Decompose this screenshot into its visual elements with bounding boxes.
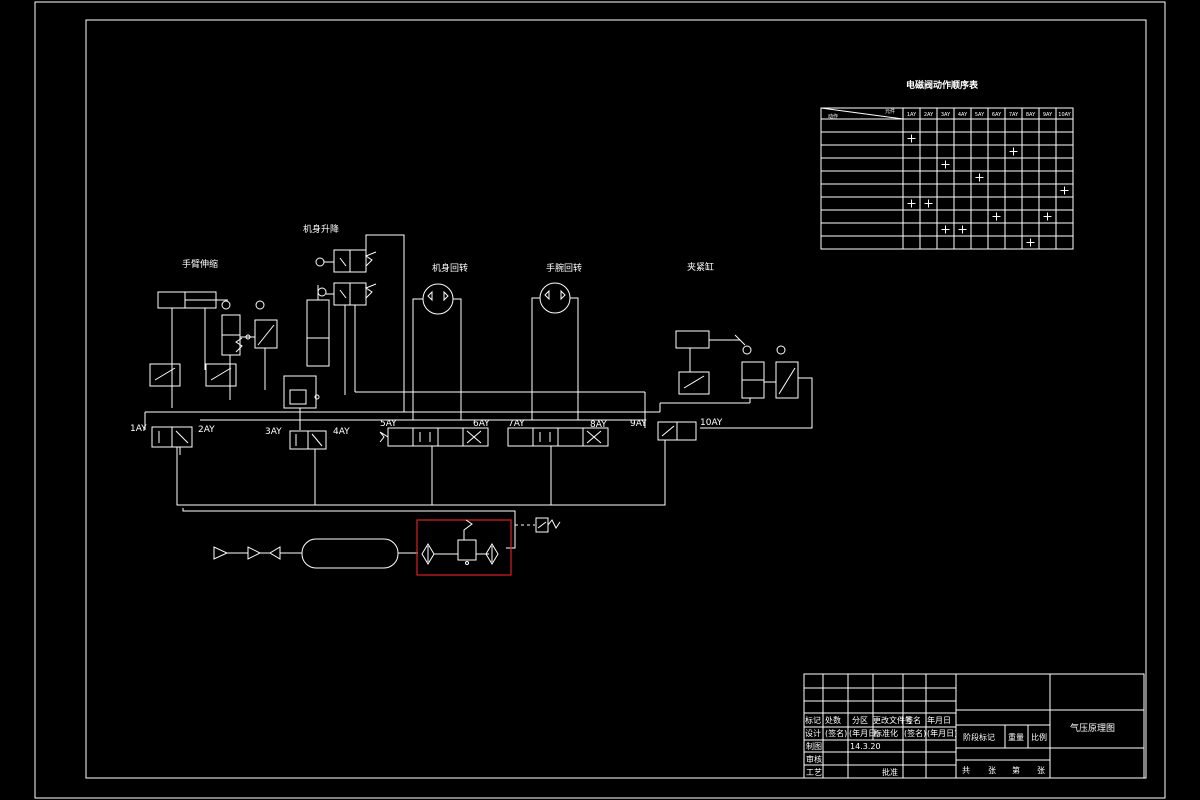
sequence-table-grid [820,107,1074,250]
compressor-symbol [213,546,229,560]
title-block [803,673,1145,779]
tb-weight: 重量 [1008,732,1024,742]
table-col-header: 6AY [992,112,1002,118]
tb-sheets: 张 [988,766,996,775]
tb-total: 共 [962,766,970,775]
air-tank [301,538,399,569]
label-arm-extend: 手臂伸缩 [182,258,218,270]
table-mark [975,173,984,182]
tb-drawing: 制图 [806,741,822,751]
table-mark [992,212,1001,221]
solenoid-sequence-table: 电磁阀动作顺序表 元件 动作 1AY 2AY 3AY 4AY 5AY 6AY 7AY 8AY 9… [820,79,1074,250]
table-corner-action: 动作 [828,113,838,120]
label-5ay: 5AY [380,419,397,429]
table-mark [907,134,916,143]
outer-frame [34,1,1166,799]
sequence-table-header: 元件 动作 1AY 2AY 3AY 4AY 5AY 6AY 7AY 8AY 9AY 10AY [828,108,1072,120]
tb-process: 工艺 [806,768,822,777]
body-rotate-motor [422,283,454,315]
label-wrist-rotate: 手腕回转 [546,262,582,274]
table-mark [1043,212,1052,221]
lubricator-symbol [485,543,499,565]
tb-docno: 更改文件号 [873,715,913,725]
tb-date3: (年月日) [927,728,957,738]
table-col-header: 2AY [924,112,934,118]
label-2ay: 2AY [198,425,215,435]
table-mark [941,225,950,234]
table-border [820,107,1074,250]
arm-flow-valve-left [149,363,181,387]
label-9ay: 9AY [630,419,647,429]
tb-draw-date: 14.3.20 [850,742,881,751]
tb-sheet-no: 第 [1012,765,1020,775]
table-mark [924,199,933,208]
table-col-header: 10AY [1058,112,1071,118]
label-7ay: 7AY [508,419,525,429]
tb-count: 处数 [825,715,841,725]
lift-cylinder [306,299,330,367]
sequence-table-title: 电磁阀动作顺序表 [906,79,979,91]
lift-check-valve [283,375,317,409]
table-mark [1060,186,1069,195]
table-mark [1026,238,1035,247]
tb-sign3: (签名) [904,728,926,738]
tb-approve: 批准 [882,767,898,777]
label-10ay: 10AY [700,418,723,428]
table-col-header: 7AY [1009,112,1019,118]
clamp-stop-valve-2 [775,361,799,399]
tb-mark: 标记 [805,715,821,725]
tb-design: 设计 [805,728,821,738]
table-corner-diagonal [820,107,904,120]
label-4ay: 4AY [333,427,350,437]
label-6ay: 6AY [473,419,490,429]
arm-flow-valve-right [205,363,237,387]
label-1ay: 1AY [130,424,147,434]
check-valve-1 [247,546,262,560]
regulator-symbol [457,539,477,561]
frl-unit [421,519,499,565]
label-clamp-cylinder: 夹紧缸 [687,261,714,273]
table-mark [907,199,916,208]
tb-drawing-title: 气压原理图 [1070,722,1115,734]
clamp-flow-valve [678,371,710,395]
frl-unit-highlight [416,519,512,576]
sequence-table-marks [907,134,1069,247]
label-body-lift: 机身升降 [303,223,339,235]
tb-scale: 比例 [1031,732,1047,742]
wrist-rotate-motor [539,282,571,314]
tb-stage-mark: 阶段标记 [963,732,995,742]
table-col-header: 5AY [975,112,985,118]
arm-stop-valve-2 [254,319,278,349]
tb-standardize: 标准化 [874,728,898,738]
table-col-header: 9AY [1043,112,1053,118]
pressure-switch [515,517,561,533]
table-mark [958,225,967,234]
table-mark [1009,147,1018,156]
inner-frame [85,19,1147,779]
filter-symbol [421,543,435,565]
clamp-cylinder [675,330,710,349]
tb-date: 年月日 [927,715,951,725]
title-block-text: 标记 处数 分区 更改文件号 签名 年月日 设计 (签名) (年月日) 标准化 … [805,715,1115,777]
table-col-header: 1AY [907,112,917,118]
table-col-header: 3AY [941,112,951,118]
tb-sheet: 张 [1037,766,1045,775]
tb-sign2: (签名) [825,728,847,738]
check-valve-2 [269,546,281,560]
label-8ay: 8AY [590,420,607,430]
table-col-header: 8AY [1026,112,1036,118]
tb-review: 审核 [806,754,822,764]
pneumatic-circuit [144,234,813,569]
label-3ay: 3AY [265,427,282,437]
table-corner-component: 元件 [885,108,895,115]
table-col-header: 4AY [958,112,968,118]
label-body-rotate: 机身回转 [432,262,468,274]
tb-date2: (年月日) [849,728,879,738]
tb-zone: 分区 [852,716,868,725]
tb-sign: 签名 [905,715,921,725]
table-mark [941,160,950,169]
